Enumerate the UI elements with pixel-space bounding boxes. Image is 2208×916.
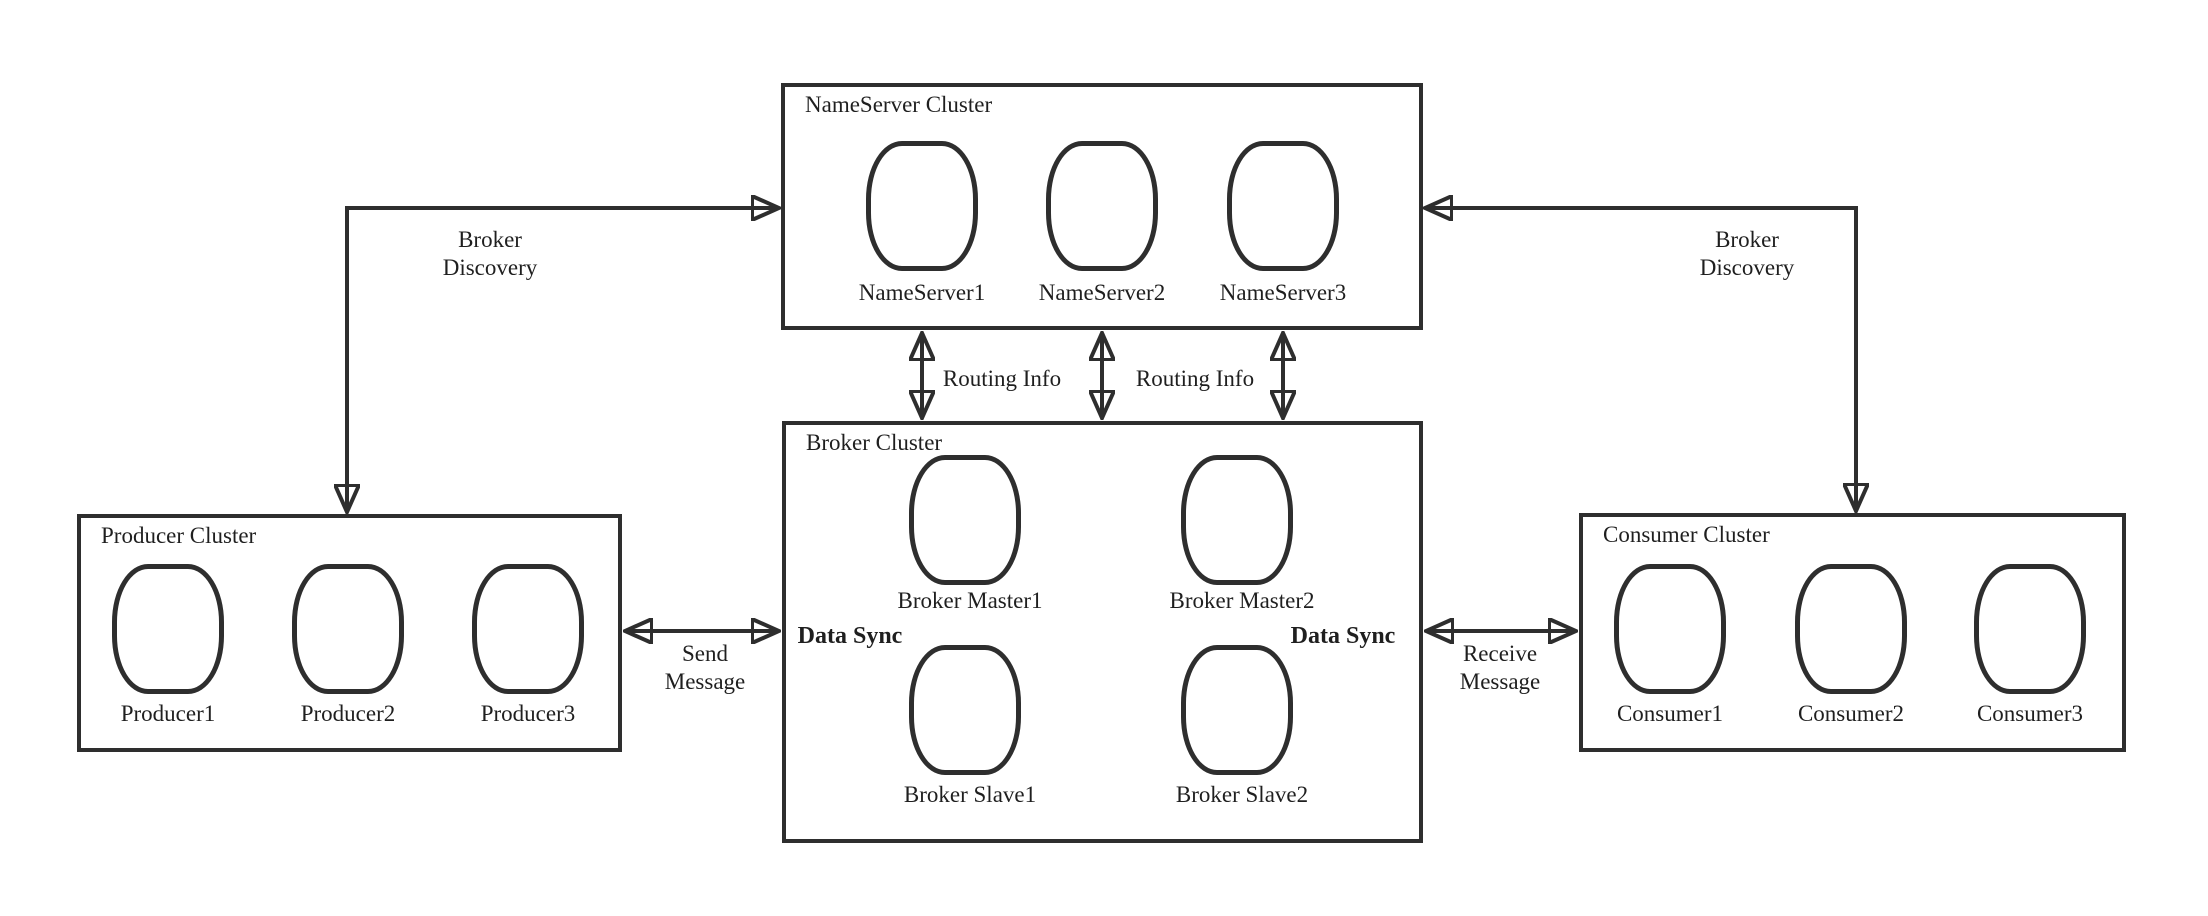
broker-master2-node [1181,455,1293,585]
producer2-node [292,564,404,694]
nameserver-cluster-title: NameServer Cluster [805,92,993,117]
broker-slave2-label: Broker Slave2 [1175,782,1309,807]
routing-info-label-left: Routing Info [942,366,1062,391]
consumer-cluster-title: Consumer Cluster [1603,522,1770,547]
broker-discovery-right-line2: Discovery [1699,255,1795,280]
broker-slave2-node [1181,645,1293,775]
data-sync-label-right: Data Sync [1290,623,1396,649]
data-sync-label-left: Data Sync [797,623,903,649]
send-message-label: Send Message [665,640,745,696]
receive-message-line1: Receive [1462,641,1538,666]
broker-discovery-label-left: Broker Discovery [443,226,538,282]
nameserver1-label: NameServer1 [858,280,986,305]
broker-master2-label: Broker Master2 [1169,588,1315,613]
consumer3-node [1974,564,2086,694]
producer-cluster-title: Producer Cluster [101,523,257,548]
consumer2-node [1795,564,1907,694]
broker-master1-label: Broker Master1 [897,588,1043,613]
broker-discovery-left-line2: Discovery [442,255,538,280]
nameserver2-node [1046,141,1158,271]
producer1-label: Producer1 [120,701,216,726]
nameserver2-label: NameServer2 [1038,280,1166,305]
nameserver3-node [1227,141,1339,271]
producer2-label: Producer2 [300,701,396,726]
consumer3-label: Consumer3 [1976,701,2084,726]
broker-slave1-label: Broker Slave1 [903,782,1037,807]
broker-cluster-title: Broker Cluster [806,430,943,455]
routing-info-label-right: Routing Info [1135,366,1255,391]
broker-discovery-left-line1: Broker [458,227,522,252]
broker-discovery-arrow-left [347,208,779,512]
consumer1-node [1614,564,1726,694]
broker-discovery-right-line1: Broker [1715,227,1779,252]
producer3-node [472,564,584,694]
broker-slave1-node [909,645,1021,775]
nameserver1-node [866,141,978,271]
send-message-line2: Message [664,669,746,694]
producer3-label: Producer3 [480,701,576,726]
broker-discovery-label-right: Broker Discovery [1700,226,1795,282]
receive-message-line2: Message [1459,669,1541,694]
broker-master1-node [909,455,1021,585]
broker-cluster-box: Broker Cluster [782,421,1423,843]
broker-discovery-arrow-right [1425,208,1856,511]
receive-message-label: Receive Message [1460,640,1540,696]
consumer2-label: Consumer2 [1797,701,1905,726]
send-message-line1: Send [681,641,728,666]
consumer1-label: Consumer1 [1616,701,1724,726]
producer1-node [112,564,224,694]
nameserver3-label: NameServer3 [1219,280,1347,305]
